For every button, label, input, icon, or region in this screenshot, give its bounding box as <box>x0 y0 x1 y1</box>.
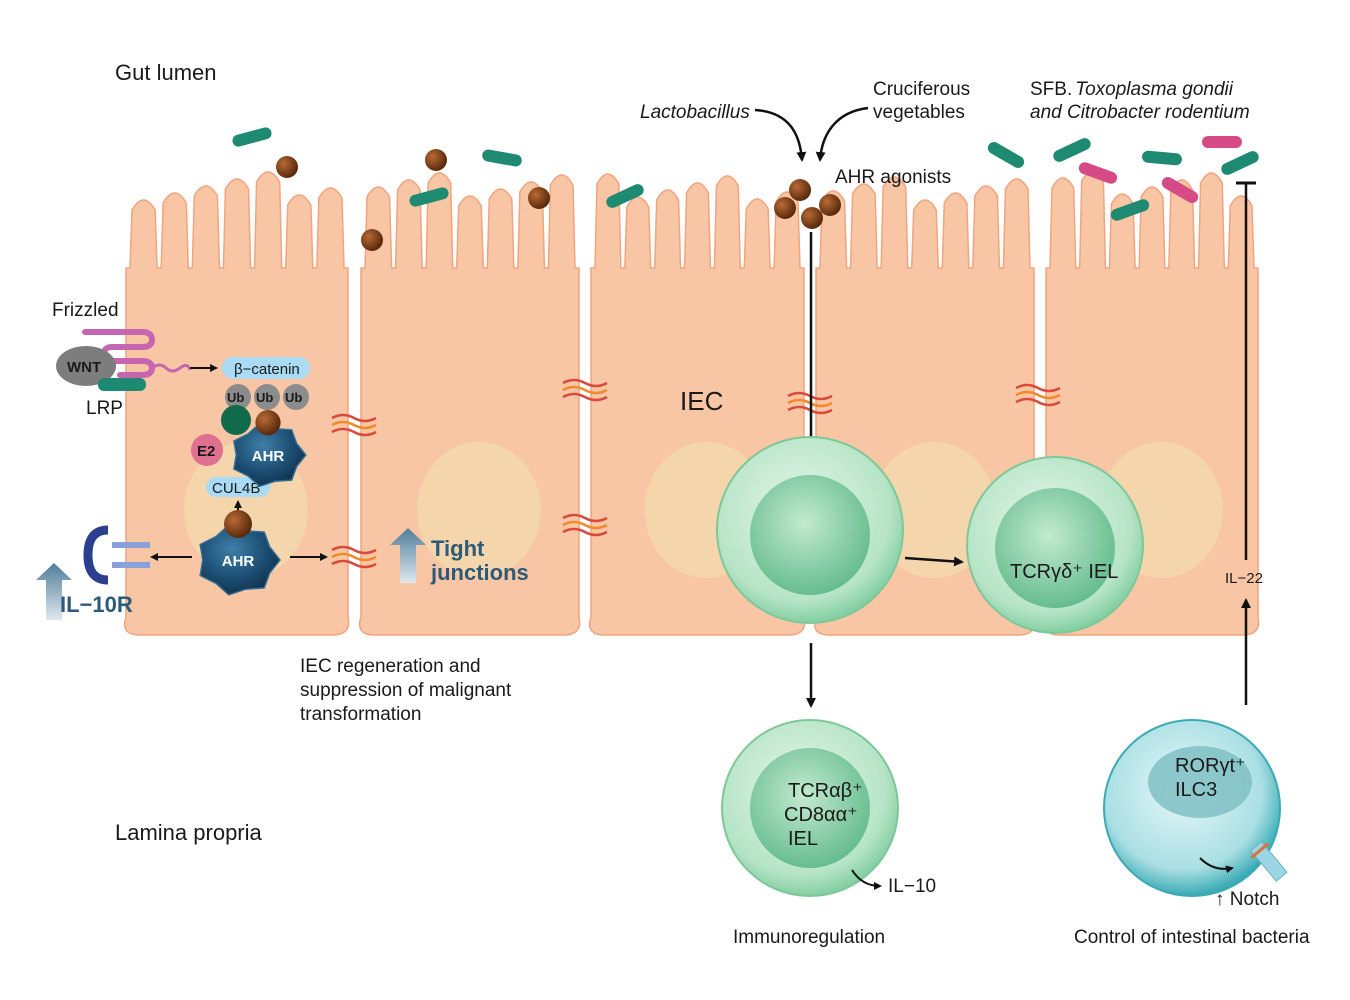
svg-text:Ub: Ub <box>256 390 273 405</box>
frizzled-label: Frizzled <box>52 300 119 321</box>
iel-to-gd-arrow <box>904 556 964 567</box>
cul4b-label: CUL4B <box>212 480 260 497</box>
ahr-ligand-dot <box>224 510 252 538</box>
commensal-bacterium <box>482 149 522 167</box>
tcr-ab-iel-cell <box>721 719 899 897</box>
notch-receptor <box>1249 840 1288 882</box>
caption-immunoregulation: Immunoregulation <box>733 927 885 948</box>
commensal-bacterium <box>1221 151 1259 175</box>
sfb-bacterium <box>1161 177 1199 203</box>
tcr-ab-line1: TCRαβ⁺ <box>788 780 863 802</box>
sfb-label-2: and Citrobacter rodentium <box>1030 102 1250 123</box>
beta-catenin-pill <box>222 357 310 379</box>
commensal-bacterium <box>232 127 272 147</box>
cruciferous-label-2: vegetables <box>873 102 965 123</box>
tcr-gd-iel-cell <box>966 456 1144 634</box>
sfb-label: SFB.Toxoplasma gondii <box>1030 79 1234 100</box>
ilc3-cell <box>1103 719 1281 897</box>
gut-lumen-label: Gut lumen <box>115 60 217 85</box>
caption-regen-3: transformation <box>300 704 421 725</box>
il10r-label: IL−10R <box>60 592 133 617</box>
ahr-ligand-dot <box>361 229 383 251</box>
lumen-microbes <box>232 127 1259 251</box>
cell-nucleus <box>417 442 541 578</box>
svg-text:Ub: Ub <box>285 390 302 405</box>
beta-catenin-label: β−catenin <box>234 361 300 378</box>
tight-label-2: junctions <box>430 560 529 585</box>
caption-regen-2: suppression of malignant <box>300 680 512 701</box>
tight-label-1: Tight <box>431 536 485 561</box>
svg-text:Ub: Ub <box>227 390 244 405</box>
tight-junction-up-arrow-icon <box>390 528 426 583</box>
tight-junction-icon <box>562 378 608 402</box>
ahr-ligand-dot <box>789 179 811 201</box>
il10r-up-arrow-icon <box>36 563 72 620</box>
notch-label: ↑ Notch <box>1215 889 1279 910</box>
wnt-pathway: Frizzled WNT LRP β−catenin Ub Ub Ub E2 C… <box>36 300 529 620</box>
lamina-propria-label: Lamina propria <box>115 820 263 845</box>
tight-junction-icon <box>1015 383 1061 407</box>
cruciferous-arrow <box>815 106 869 162</box>
tight-junction-icon <box>331 545 377 569</box>
commensal-bacterium <box>606 184 644 208</box>
ahr-ligand-dot <box>774 197 796 219</box>
ahr-label: AHR <box>222 553 255 570</box>
tcr-ab-line2: CD8αα⁺ <box>784 804 858 826</box>
commensal-bacterium <box>1110 199 1150 221</box>
ahr-ligand-dot <box>255 410 281 436</box>
ahr-ligand-dot <box>276 156 298 178</box>
ahr-to-notch-arrow <box>1199 857 1234 874</box>
ahr-agonists-label: AHR agonists <box>835 167 951 188</box>
e2-enzyme <box>191 434 223 466</box>
lrp-label: LRP <box>86 398 123 419</box>
lactobacillus-label: Lactobacillus <box>640 102 750 123</box>
wnt-label: WNT <box>67 359 101 376</box>
ligase-dot <box>221 405 251 435</box>
ahr-complex: AHR <box>233 410 307 488</box>
cell-nucleus <box>872 442 996 578</box>
lactobacillus-arrow <box>754 108 807 162</box>
ilc3-label: ILC3 <box>1175 779 1217 801</box>
ahr-ligand-dot <box>801 207 823 229</box>
tight-junction-icon <box>562 513 608 537</box>
ahr-ligand-dot <box>819 194 841 216</box>
frizzled-tail <box>151 363 192 373</box>
tight-junction-icon <box>331 413 377 437</box>
iel-center <box>716 436 904 624</box>
e2-label: E2 <box>197 443 215 460</box>
ahr-ligand-dot <box>425 149 447 171</box>
il10r-stalk <box>112 542 150 568</box>
commensal-bacterium <box>409 187 449 207</box>
ahr-ligand-dot <box>528 187 550 209</box>
sfb-bacterium <box>1202 136 1242 148</box>
caption-regen-1: IEC regeneration and <box>300 656 481 677</box>
il22-label: IL−22 <box>1225 570 1263 587</box>
ubiquitin-group: Ub Ub Ub <box>225 384 309 410</box>
caption-control: Control of intestinal bacteria <box>1074 927 1310 948</box>
cruciferous-label-1: Cruciferous <box>873 79 970 100</box>
commensal-bacterium <box>1053 138 1091 162</box>
ahr-complex: AHR <box>199 510 281 596</box>
ahr-label: AHR <box>252 448 285 465</box>
rorgt-label: RORγt⁺ <box>1175 755 1246 777</box>
commensal-bacterium <box>987 142 1025 168</box>
tcr-gd-iel-label: TCRγδ⁺ IEL <box>1010 561 1118 583</box>
tcr-ab-line3: IEL <box>788 828 818 850</box>
il10-label: IL−10 <box>888 876 936 897</box>
iec-label: IEC <box>680 386 723 416</box>
lrp-receptor <box>98 378 146 391</box>
sfb-bacterium <box>1078 162 1118 184</box>
il10-arrow <box>851 869 882 890</box>
wnt-ligand <box>56 346 116 386</box>
il10r-receptor <box>83 525 109 585</box>
commensal-bacterium <box>1142 150 1182 166</box>
tight-junctions <box>331 378 1061 569</box>
